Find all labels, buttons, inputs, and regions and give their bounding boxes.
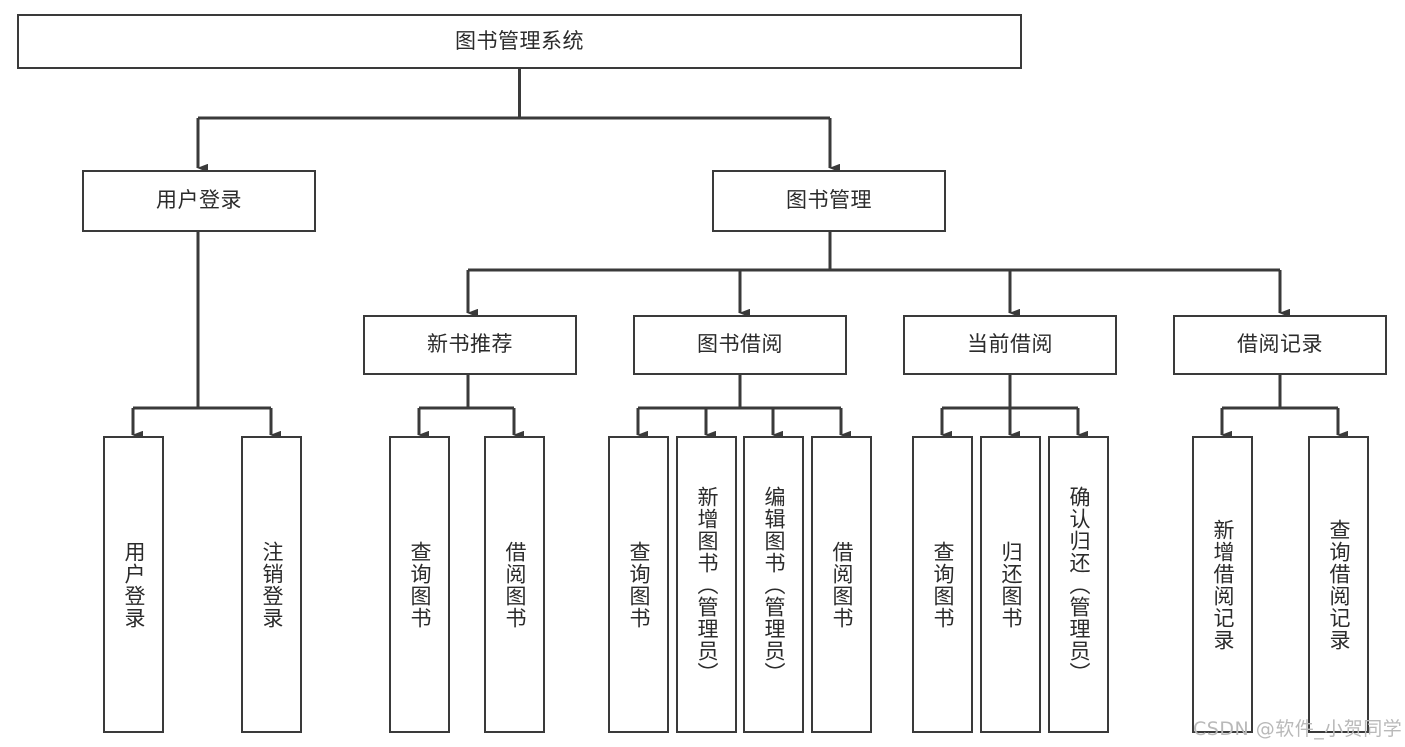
leaf-edit-book-admin[interactable]: 编辑图书（管理员） [743, 436, 804, 733]
node-root-book-management-system[interactable]: 图书管理系统 [17, 14, 1022, 69]
node-label: 用户登录 [156, 188, 242, 213]
node-label: 确认归还（管理员） [1066, 485, 1091, 684]
leaf-add-borrow-record[interactable]: 新增借阅记录 [1192, 436, 1253, 733]
node-label: 借阅图书 [829, 540, 854, 629]
leaf-borrow-book[interactable]: 借阅图书 [811, 436, 872, 733]
leaf-query-book-borrow[interactable]: 查询图书 [608, 436, 669, 733]
node-borrow-record[interactable]: 借阅记录 [1173, 315, 1387, 375]
node-label: 查询图书 [930, 540, 955, 629]
leaf-query-book-current[interactable]: 查询图书 [912, 436, 973, 733]
node-label: 图书管理系统 [455, 28, 584, 53]
leaf-logout[interactable]: 注销登录 [241, 436, 302, 733]
node-label: 图书管理 [786, 188, 872, 213]
node-label: 编辑图书（管理员） [761, 485, 786, 684]
leaf-query-borrow-record[interactable]: 查询借阅记录 [1308, 436, 1369, 733]
node-label: 借阅图书 [502, 540, 527, 629]
leaf-query-book-recommend[interactable]: 查询图书 [389, 436, 450, 733]
node-user-login[interactable]: 用户登录 [82, 170, 316, 232]
node-label: 新增借阅记录 [1210, 518, 1235, 651]
leaf-borrow-book-recommend[interactable]: 借阅图书 [484, 436, 545, 733]
node-current-borrow[interactable]: 当前借阅 [903, 315, 1117, 375]
node-label: 图书借阅 [697, 332, 783, 357]
leaf-user-login[interactable]: 用户登录 [103, 436, 164, 733]
node-book-borrow[interactable]: 图书借阅 [633, 315, 847, 375]
node-label: 归还图书 [998, 540, 1023, 629]
node-label: 查询图书 [626, 540, 651, 629]
node-label: 新增图书（管理员） [694, 485, 719, 684]
node-label: 查询借阅记录 [1326, 518, 1351, 651]
node-label: 用户登录 [121, 540, 146, 629]
leaf-confirm-return-admin[interactable]: 确认归还（管理员） [1048, 436, 1109, 733]
node-label: 注销登录 [259, 540, 284, 629]
node-new-book-recommend[interactable]: 新书推荐 [363, 315, 577, 375]
leaf-return-book[interactable]: 归还图书 [980, 436, 1041, 733]
node-label: 新书推荐 [427, 332, 513, 357]
node-label: 借阅记录 [1237, 332, 1323, 357]
leaf-add-book-admin[interactable]: 新增图书（管理员） [676, 436, 737, 733]
node-label: 当前借阅 [967, 332, 1053, 357]
node-label: 查询图书 [407, 540, 432, 629]
node-book-management[interactable]: 图书管理 [712, 170, 946, 232]
